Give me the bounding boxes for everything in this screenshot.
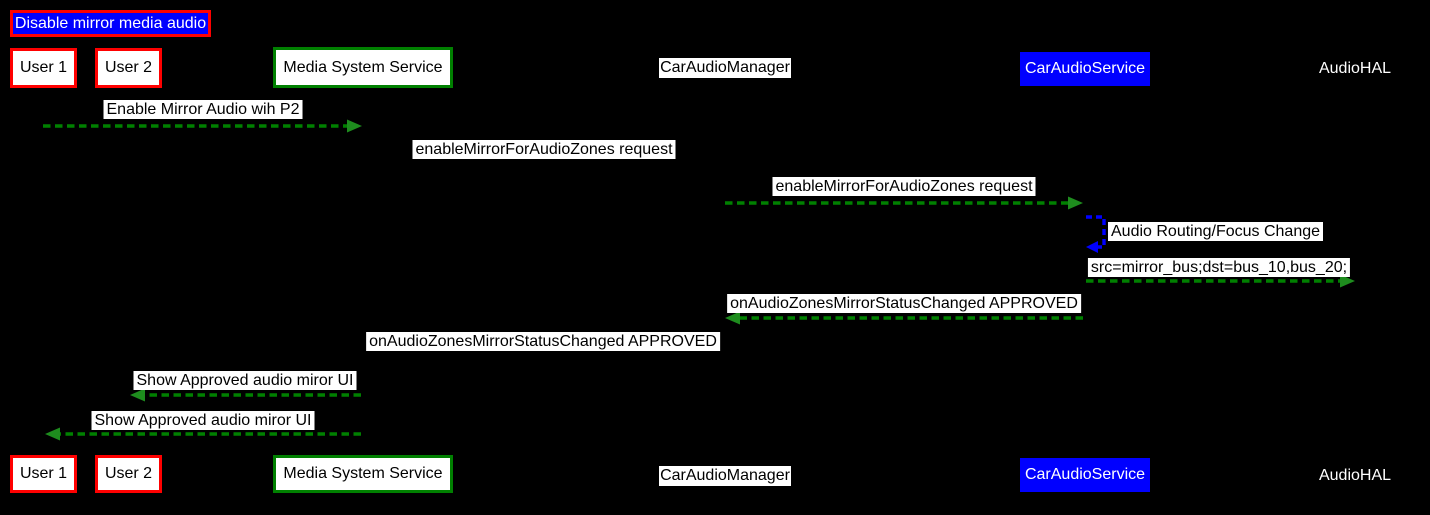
participant-audiohal-top: AudioHAL xyxy=(1318,60,1392,77)
participant-caraudiomanager-bottom: CarAudioManager xyxy=(659,466,791,486)
participant-user1-bottom: User 1 xyxy=(10,455,77,493)
arrow-audio-routing-self-loop xyxy=(1086,215,1106,253)
participant-media-system-service-bottom: Media System Service xyxy=(273,455,453,493)
message-label-audio-routing-focus-change: Audio Routing/Focus Change xyxy=(1108,222,1324,241)
arrowhead-left-icon xyxy=(725,311,740,325)
arrow-mirror-status-approved xyxy=(725,311,1083,325)
arrow-enable-mirror-audio xyxy=(43,119,362,133)
message-label-enable-mirror-zones-request-2: enableMirrorForAudioZones request xyxy=(772,177,1036,196)
message-label-mirror-status-approved-2: onAudioZonesMirrorStatusChanged APPROVED xyxy=(366,332,720,351)
message-label-enable-mirror-zones-request-1: enableMirrorForAudioZones request xyxy=(412,140,676,159)
participant-user2-bottom: User 2 xyxy=(95,455,162,493)
arrow-enable-mirror-zones-request xyxy=(725,196,1083,210)
diagram-title: Disable mirror media audio xyxy=(10,10,211,37)
participant-media-system-service-top: Media System Service xyxy=(273,47,453,88)
participant-caraudioservice-top: CarAudioService xyxy=(1020,52,1150,86)
participant-caraudiomanager-top: CarAudioManager xyxy=(659,58,791,78)
participant-caraudioservice-bottom: CarAudioService xyxy=(1020,458,1150,492)
arrowhead-left-icon xyxy=(130,388,145,402)
arrowhead-left-icon xyxy=(1086,241,1098,253)
message-label-mirror-status-approved-1: onAudioZonesMirrorStatusChanged APPROVED xyxy=(727,294,1081,313)
arrowhead-left-icon xyxy=(45,427,60,441)
arrow-show-approved-ui-user2 xyxy=(130,388,361,402)
message-label-src-mirror-bus: src=mirror_bus;dst=bus_10,bus_20; xyxy=(1087,258,1351,277)
participant-user2-top: User 2 xyxy=(95,48,162,88)
participant-user1-top: User 1 xyxy=(10,48,77,88)
participant-audiohal-bottom: AudioHAL xyxy=(1318,467,1392,484)
message-label-enable-mirror-audio: Enable Mirror Audio wih P2 xyxy=(103,100,303,119)
arrowhead-right-icon xyxy=(1068,196,1083,210)
arrowhead-right-icon xyxy=(347,119,362,133)
message-label-show-approved-ui-user2: Show Approved audio miror UI xyxy=(133,371,357,390)
message-label-show-approved-ui-user1: Show Approved audio miror UI xyxy=(91,411,315,430)
